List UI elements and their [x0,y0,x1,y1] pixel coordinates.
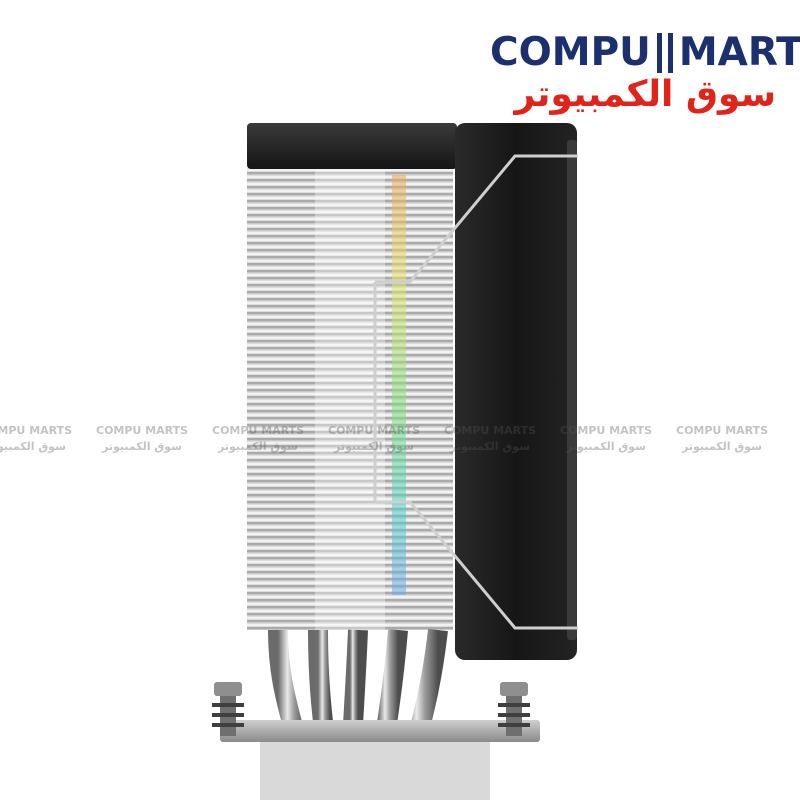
watermark-arabic-text: سوق الكمبيوتر [682,440,762,453]
watermark-arabic-text: سوق الكمبيوتر [566,440,646,453]
watermark-unit: COMPU MARTS سوق الكمبيوتر [212,422,332,462]
logo-divider-bars [656,32,673,73]
watermark-unit: COMPU MARTS سوق الكمبيوتر [96,422,216,462]
fan-clip-wire [373,154,578,630]
watermark-latin-text: COMPU MARTS [212,424,305,437]
logo-word-marts: MARTS [678,30,800,75]
watermark-latin-text: COMPU MARTS [96,424,189,437]
watermark-arabic-text: سوق الكمبيوتر [102,440,182,453]
watermark-latin-text: COMPU MARTS [444,424,537,437]
watermark-latin-text: COMPU MARTS [0,424,73,437]
fan-frame-edge [567,140,577,640]
fin-stack [247,168,453,630]
fin-center-shadow [315,168,385,630]
mounting-bar [220,720,540,742]
watermark-unit: COMPU MARTS سوق الكمبيوتر [560,422,680,462]
fan-frame [455,123,577,660]
store-logo: COMPU MARTS سوق الكمبيوتر [486,28,800,118]
watermark-latin-text: COMPU MARTS [328,424,421,437]
fin-lines [247,168,453,629]
watermark-latin-text: COMPU MARTS [676,424,769,437]
rgb-light-strip [392,175,406,595]
logo-arabic-text: سوق الكمبيوتر [514,74,777,115]
watermark-unit: COMPU MARTS سوق الكمبيوتر [444,422,564,462]
logo-latin-text: COMPU MARTS [490,30,800,75]
logo-word-compu: COMPU [490,30,651,75]
watermark-arabic-text: سوق الكمبيوتر [218,440,298,453]
watermark-unit: COMPU MARTS سوق الكمبيوتر [676,422,796,462]
watermark-unit: COMPU MARTS سوق الكمبيوتر [328,422,448,462]
watermark-arabic-text: سوق الكمبيوتر [450,440,530,453]
top-cover-plate [247,123,457,169]
watermark-arabic-text: سوق الكمبيوتر [334,440,414,453]
watermark-strip: COMPU MARTS سوق الكمبيوتر COMPU MARTS سوق ا… [0,422,800,462]
watermark-arabic-text: سوق الكمبيوتر [0,440,66,453]
watermark-unit: COMPU MARTS سوق الكمبيوتر [0,422,100,462]
mounting-screw-right [498,682,530,736]
base-block [260,742,490,800]
watermark-latin-text: COMPU MARTS [560,424,653,437]
mounting-screw-left [212,682,244,736]
